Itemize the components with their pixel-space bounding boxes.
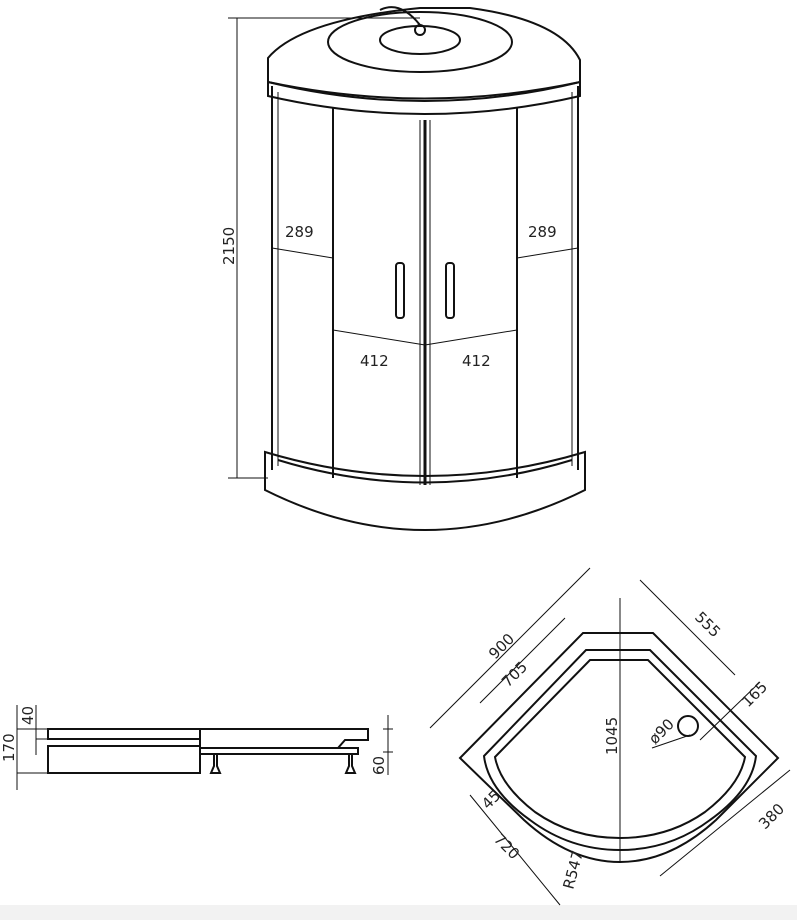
- side-inner-label: 705: [498, 658, 531, 691]
- door-handle-left: [395, 262, 405, 319]
- side-lower-label: 720: [490, 830, 523, 863]
- side-outer-label: 900: [485, 630, 518, 663]
- rim-width-label: 45: [478, 787, 504, 813]
- height-dim-label: 2150: [220, 227, 238, 265]
- tray-rim-height-label: 40: [19, 706, 37, 725]
- tray-side-view: 170 40 60: [0, 705, 393, 790]
- tray-leg-height-label: 60: [370, 756, 388, 775]
- drain-diameter-label: ø90: [645, 715, 678, 748]
- drain-offset-label: 165: [738, 678, 771, 711]
- tray-plan-view: 900 705 555 165 ø90 1045 45 720 R547 380: [429, 567, 791, 906]
- door-left-width-label: 412: [360, 352, 389, 370]
- side-left-width-label: 289: [285, 223, 314, 241]
- cabin-front-view: 2150 289 289 412 412: [220, 6, 586, 531]
- diagonal-label: 1045: [603, 717, 621, 755]
- base-tray: [264, 450, 586, 531]
- top-cap: [267, 7, 581, 100]
- door-right-width-label: 412: [462, 352, 491, 370]
- door-handle-right: [445, 262, 455, 319]
- radius-label: R547: [559, 849, 586, 891]
- bottom-band: [0, 905, 797, 920]
- side-right-width-label: 289: [528, 223, 557, 241]
- tray-total-height-label: 170: [0, 733, 18, 762]
- drain-to-edge-label: 380: [755, 800, 788, 833]
- overhead-shower: [327, 11, 513, 73]
- drain-hole: [677, 715, 699, 737]
